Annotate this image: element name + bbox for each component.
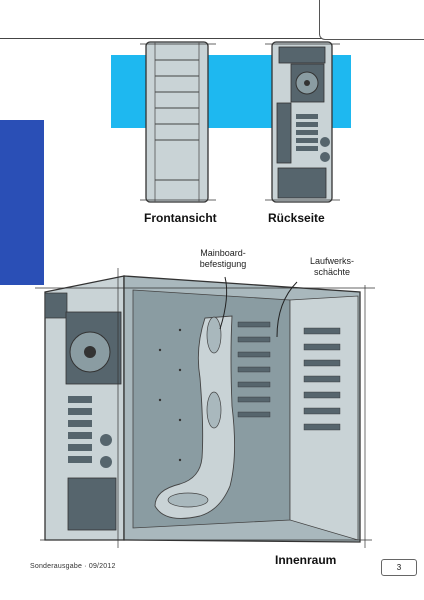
header-rule	[0, 38, 424, 39]
annotation-drive-bays: Laufwerks- schächte	[309, 256, 354, 277]
annotation-mainboard-mount: Mainboard- befestigung	[199, 248, 247, 269]
interior-illustration	[35, 268, 375, 548]
footer-issue: Sonderausgabe · 09/2012	[30, 563, 116, 570]
caption-back-view: Rückseite	[268, 211, 325, 225]
caption-interior: Innenraum	[275, 553, 337, 567]
caption-front-view: Frontansicht	[144, 211, 217, 225]
back-tower-illustration	[265, 41, 340, 203]
front-tower-illustration	[140, 41, 216, 203]
blue-side-block	[0, 120, 44, 285]
page-number: 3	[381, 559, 417, 576]
header-tab	[319, 0, 424, 40]
